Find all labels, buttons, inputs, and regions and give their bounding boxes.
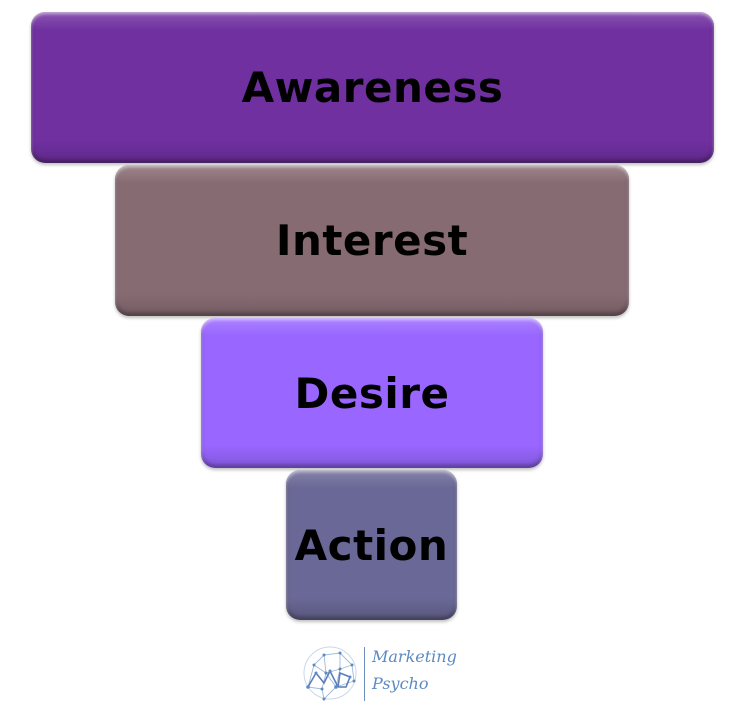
funnel-stage-label: Action bbox=[294, 520, 449, 570]
constellation-icon bbox=[303, 646, 357, 701]
funnel-stage-action: Action bbox=[286, 470, 457, 620]
logo-text-marketing: Marketing bbox=[372, 647, 457, 666]
logo-text-psycho: Psycho bbox=[372, 674, 429, 693]
funnel-stage-label: Desire bbox=[294, 368, 450, 418]
funnel-stage-label: Interest bbox=[275, 216, 469, 265]
funnel-stage-awareness: Awareness bbox=[31, 12, 714, 163]
logo-divider bbox=[364, 647, 365, 701]
funnel-stage-desire: Desire bbox=[201, 318, 543, 468]
brand-logo: Marketing Psycho bbox=[300, 643, 457, 705]
funnel-stage-interest: Interest bbox=[115, 165, 629, 316]
funnel-stage-label: Awareness bbox=[241, 63, 504, 112]
